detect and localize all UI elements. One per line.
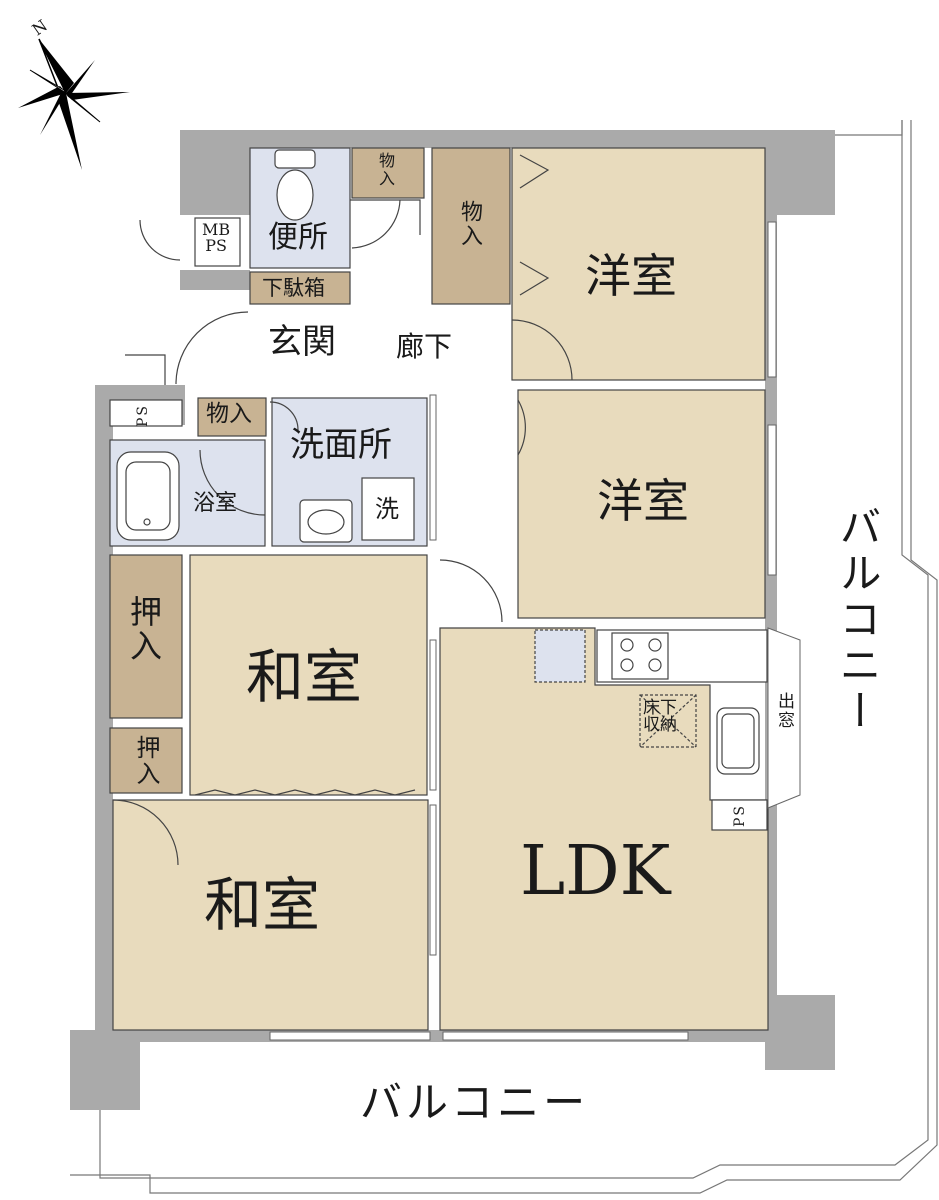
entrance-label: 玄関 [268, 322, 336, 362]
storage-bath-fill [197, 397, 267, 437]
ldk-fill [439, 627, 769, 1031]
japanese-room-south-fill [112, 799, 429, 1031]
closet-upper-fill [109, 554, 183, 719]
bathtub-icon [116, 451, 180, 541]
storage-hall-fill [431, 147, 511, 305]
storage-entrance-label: 物入 [376, 152, 395, 188]
closet-lower-label: 押入 [132, 735, 160, 787]
bay-window-label: 出窓 [774, 692, 794, 730]
balcony-south-label: バルコニー [360, 1078, 590, 1127]
western-room-north-label: 洋室 [585, 249, 677, 303]
underfloor-storage-line-2: 収納 [643, 715, 677, 736]
japanese-room-center-label: 和室 [246, 643, 363, 711]
balcony-outline [70, 120, 938, 1194]
door-swings [112, 154, 573, 866]
ps-kitchen-box [711, 799, 768, 831]
shoe-cabinet-label: 下駄箱 [262, 276, 325, 300]
balcony-east-label: バルコニー [833, 505, 882, 735]
storage-bath-label: 物入 [206, 401, 252, 427]
underfloor-storage-icon [639, 694, 697, 748]
room-fills [109, 147, 769, 1031]
underfloor-storage-line-1: 床下 [643, 698, 677, 718]
closet-lower-fill [109, 727, 183, 794]
compass-icon [18, 38, 130, 170]
underfloor-storage-label: 床下 収納 [643, 698, 677, 736]
shoe-cabinet-fill [249, 271, 351, 305]
kitchen-sink-icon [716, 707, 760, 775]
stove-icon [611, 632, 669, 680]
western-room-north-fill [511, 147, 766, 381]
kitchen-column [534, 629, 586, 683]
washing-machine-icon [361, 477, 415, 541]
fixtures [116, 149, 760, 775]
storage-entrance-fill [351, 147, 425, 199]
meter-box-label: MB PS [202, 220, 231, 256]
japanese-room-south-label: 和室 [204, 871, 321, 939]
storage-hall-label: 物入 [457, 200, 482, 248]
meter-box-line-2: PS [205, 236, 227, 256]
toilet-icon [274, 149, 316, 169]
bathroom-label: 浴室 [193, 491, 238, 516]
hallway-label: 廊下 [396, 330, 453, 363]
ldk-label: LDK [520, 832, 671, 911]
japanese-room-center-fill [189, 554, 428, 796]
closet-upper-label: 押入 [125, 595, 163, 663]
washroom-label: 洗面所 [290, 425, 392, 465]
western-room-south-label: 洋室 [597, 474, 689, 528]
ps-left-box [109, 399, 183, 427]
washing-machine-label: 洗 [375, 495, 399, 523]
windows [269, 221, 801, 1041]
meter-box-line-1: MB [202, 220, 231, 239]
ps-left-label: PS [135, 404, 151, 428]
mb-box [194, 217, 241, 267]
washbasin-icon [299, 499, 353, 543]
western-room-south-fill [517, 389, 766, 619]
ps-kitchen-label: PS [732, 804, 748, 828]
toilet-label: 便所 [268, 220, 328, 255]
